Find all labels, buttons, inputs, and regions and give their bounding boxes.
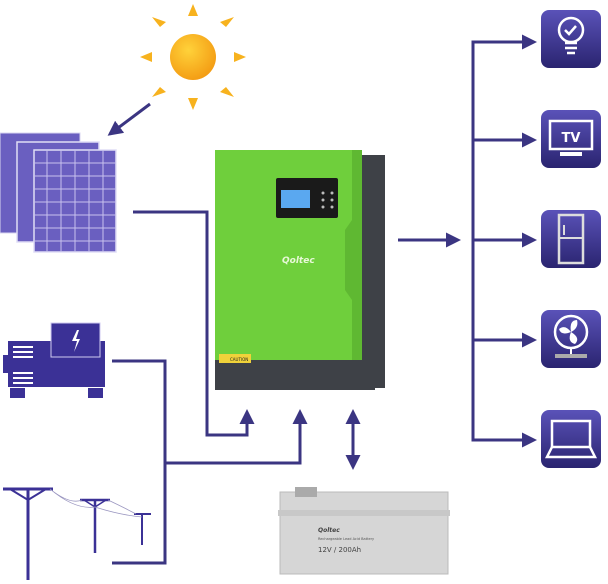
battery-type: Rechargeable Lead Acid Battery	[318, 537, 374, 541]
sun-arrow	[107, 102, 151, 136]
fridge-icon	[541, 210, 601, 268]
power-grid-icon	[3, 487, 151, 580]
sun-icon	[140, 4, 246, 110]
solar-panel-icon	[0, 132, 117, 253]
tv-icon: TV	[541, 110, 601, 168]
battery-rating: 12V / 200Ah	[318, 546, 361, 554]
fan-icon	[541, 310, 601, 368]
battery: Qoltec Rechargeable Lead Acid Battery 12…	[278, 487, 450, 575]
laptop-icon	[541, 410, 601, 468]
generator-grid-line	[112, 359, 167, 565]
tv-label: TV	[562, 131, 581, 146]
battery-brand: Qoltec	[318, 527, 340, 534]
caution-label: CAUTION	[230, 357, 248, 362]
inverter-brand: Qoltec	[282, 256, 315, 266]
generator-icon	[3, 322, 105, 398]
light-bulb-icon	[541, 10, 601, 68]
inverter: Qoltec CAUTION	[215, 150, 385, 390]
ac-input-line	[165, 409, 308, 465]
solar-line	[133, 210, 255, 437]
